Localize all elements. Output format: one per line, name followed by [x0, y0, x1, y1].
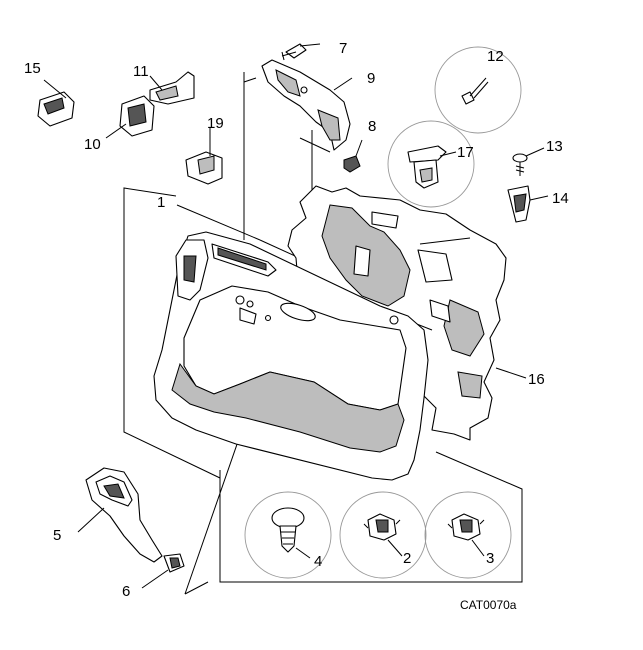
callout-19: 19	[207, 115, 224, 132]
callout-5: 5	[53, 527, 61, 544]
callout-16: 16	[528, 371, 545, 388]
callout-7: 7	[339, 40, 347, 57]
fastener-3	[447, 513, 485, 541]
detail-circles	[244, 46, 522, 579]
callout-14: 14	[552, 190, 569, 207]
callout-15: 15	[24, 60, 41, 77]
callout-labels: 1 2 3 4 5 6 7 8 9 10 11 12 13 14 15 16 1…	[24, 40, 569, 600]
callout-4: 4	[314, 553, 322, 570]
leader-lines	[295, 77, 527, 559]
switch-housing-10-11	[105, 71, 195, 139]
fastener-2	[363, 513, 401, 541]
clip-17	[407, 145, 447, 189]
upper-bracket	[261, 59, 351, 151]
callout-13: 13	[546, 138, 563, 155]
callout-17: 17	[457, 144, 474, 161]
detail-circle-12	[434, 46, 522, 134]
catalog-code: CAT0070a	[460, 598, 517, 612]
detail-circle-2	[339, 491, 427, 579]
callout-10: 10	[84, 136, 101, 153]
screw-13	[512, 147, 545, 176]
callout-12: 12	[487, 48, 504, 65]
clip-19	[185, 128, 223, 185]
callout-6: 6	[122, 583, 130, 600]
callout-9: 9	[367, 70, 375, 87]
door-pull-handle	[77, 467, 163, 563]
screw-7	[281, 43, 321, 61]
detail-circle-4	[244, 491, 332, 579]
switch-15	[37, 79, 75, 127]
callout-8: 8	[368, 118, 376, 135]
callout-3: 3	[486, 550, 494, 567]
detail-circle-17	[387, 120, 475, 208]
push-clip-4	[271, 507, 305, 553]
cap-6	[141, 553, 185, 589]
nut-8	[343, 139, 363, 173]
callout-1: 1	[157, 194, 165, 211]
callout-11: 11	[133, 63, 149, 80]
detail-circle-3	[424, 491, 512, 579]
door-trim-panel	[153, 231, 429, 481]
pin-12	[461, 77, 489, 105]
callout-2: 2	[403, 550, 411, 567]
clip-14	[507, 185, 549, 223]
